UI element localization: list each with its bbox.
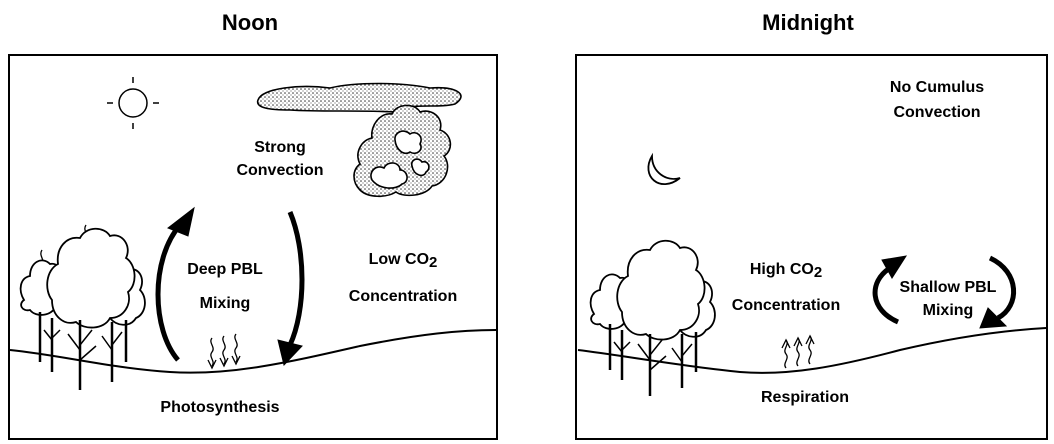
noon-co2-subscript: 2 xyxy=(429,254,437,271)
midnight-co2-text: High CO xyxy=(750,261,814,278)
respiration-label: Respiration xyxy=(740,386,870,409)
midnight-convection-line-2: Convection xyxy=(862,101,1012,124)
respiration-arrows xyxy=(782,336,814,368)
noon-convection-line-1: Strong xyxy=(220,136,340,159)
sun-icon xyxy=(107,77,159,129)
midnight-co2-line-2: Concentration xyxy=(716,294,856,317)
noon-co2-text: Low CO xyxy=(369,251,429,268)
moon-icon xyxy=(648,156,680,184)
midnight-pbl-line-1: Shallow PBL xyxy=(888,276,1008,299)
midnight-convection-line-1: No Cumulus xyxy=(862,76,1012,99)
photosynthesis-label: Photosynthesis xyxy=(140,396,300,419)
noon-co2-line-2: Concentration xyxy=(328,285,478,308)
noon-pbl-label: Deep PBL Mixing xyxy=(170,258,280,315)
noon-pbl-line-1: Deep PBL xyxy=(170,258,280,281)
noon-trees-icon xyxy=(21,229,145,390)
noon-pbl-line-2: Mixing xyxy=(170,292,280,315)
midnight-co2-label: High CO2 Concentration xyxy=(716,258,856,317)
noon-ground-line xyxy=(10,330,496,373)
midnight-trees-icon xyxy=(591,241,715,396)
midnight-convection-label: No Cumulus Convection xyxy=(862,76,1012,124)
noon-convection-line-2: Convection xyxy=(220,159,340,182)
noon-co2-line-1: Low CO2 xyxy=(328,248,478,274)
midnight-pbl-line-2: Mixing xyxy=(888,299,1008,322)
midnight-co2-subscript: 2 xyxy=(814,264,822,281)
noon-convection-label: Strong Convection xyxy=(220,136,340,182)
midnight-pbl-label: Shallow PBL Mixing xyxy=(888,276,1008,322)
midnight-co2-line-1: High CO2 xyxy=(716,258,856,284)
noon-co2-label: Low CO2 Concentration xyxy=(328,248,478,308)
